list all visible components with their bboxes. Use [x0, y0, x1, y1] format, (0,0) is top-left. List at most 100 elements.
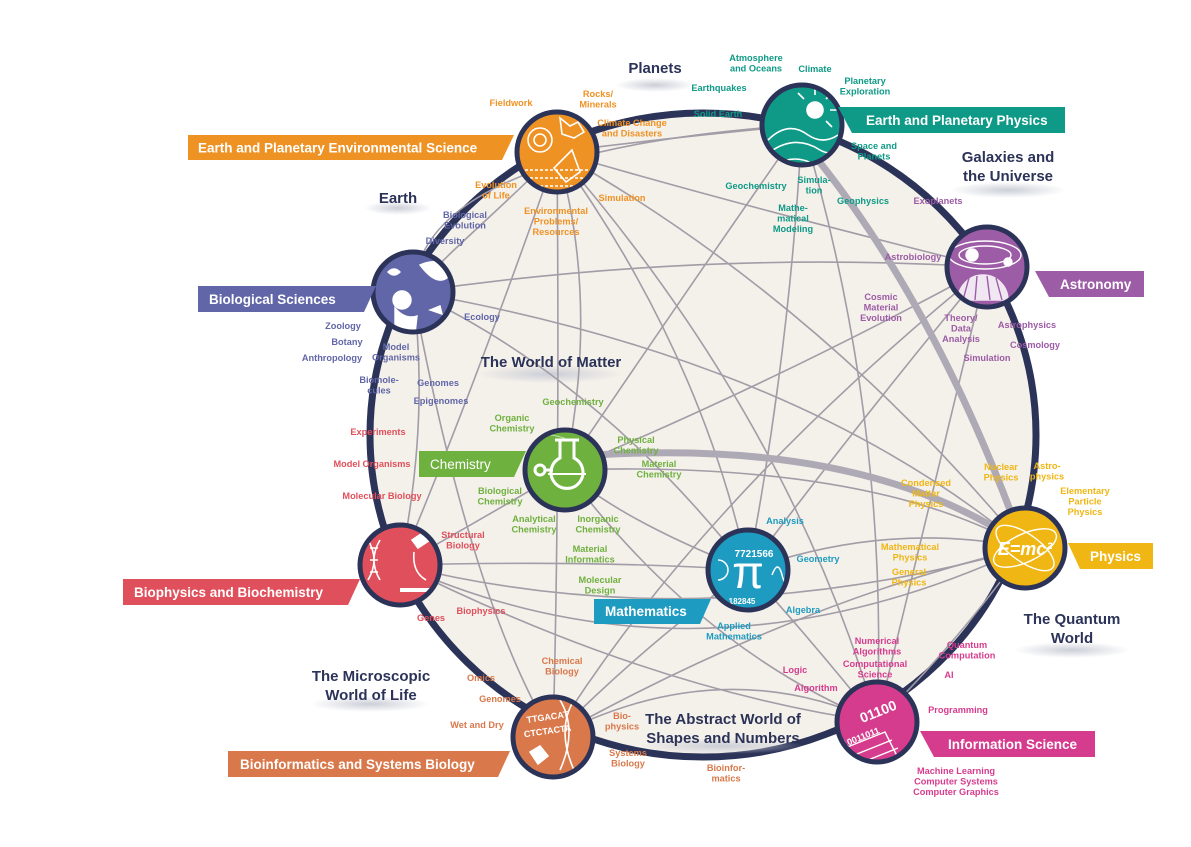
- topic-line: Solid Earth: [694, 109, 743, 119]
- region-shadows: [310, 78, 1130, 754]
- bubble-env[interactable]: [514, 109, 600, 195]
- topic-line: Chemistry: [512, 525, 558, 535]
- topic-line: Computation: [939, 651, 996, 661]
- bubble-physics[interactable]: E=mc²: [982, 505, 1068, 591]
- banner-information-label: Information Science: [948, 737, 1078, 752]
- topic-line: Biology: [446, 541, 481, 551]
- banner-bioinformatics[interactable]: Bioinformatics and Systems Biology: [228, 751, 510, 777]
- topic-zoology: Zoology: [325, 321, 362, 331]
- topic-line: Elementary: [1060, 486, 1110, 496]
- outer-ring: [366, 109, 1040, 761]
- region-earth: Earth: [379, 190, 417, 207]
- topic-line: Bio-: [613, 711, 631, 721]
- bubble-astronomy[interactable]: [944, 224, 1030, 310]
- topic-geometry: Geometry: [797, 554, 841, 564]
- banner-bio[interactable]: Biological Sciences: [198, 286, 376, 312]
- topic-line: Chemistry: [614, 446, 660, 456]
- topic-line: Informatics: [565, 555, 615, 565]
- topic-line: Biophysics: [456, 606, 505, 616]
- topic-omics: Omics: [467, 673, 495, 683]
- topic-line: Design: [585, 586, 616, 596]
- topic-line: Modeling: [773, 224, 813, 234]
- topic-line: Analytical: [512, 514, 555, 524]
- topic-line: Matter: [912, 489, 940, 499]
- topic-line: Computer Graphics: [913, 787, 999, 797]
- topic-line: Genes: [417, 613, 445, 623]
- topic-line: Molecular Biology: [342, 491, 422, 501]
- banner-env[interactable]: Earth and Planetary Environmental Scienc…: [188, 135, 514, 160]
- topic-line: Anthropology: [302, 353, 363, 363]
- bubble-chemistry[interactable]: [522, 427, 608, 513]
- pi-icon: 7721566 π 182845: [717, 546, 788, 606]
- topic-line: Chemistry: [478, 497, 524, 507]
- banner-chemistry[interactable]: Chemistry: [419, 451, 526, 477]
- bubble-bioinformatics[interactable]: TTGACAT CTCTACTA: [510, 694, 596, 780]
- topic-bioinformatics: Bioinfor-matics: [707, 763, 745, 784]
- bubble-bio[interactable]: [370, 249, 456, 335]
- bubble-mathematics[interactable]: 7721566 π 182845: [705, 527, 792, 613]
- topic-algorithm: Algorithm: [794, 683, 837, 693]
- banner-earth-physics[interactable]: Earth and Planetary Physics: [838, 107, 1065, 133]
- topic-analysis: Analysis: [766, 516, 804, 526]
- topic-line: Diversity: [426, 236, 466, 246]
- topic-solid-earth: Solid Earth: [694, 109, 743, 119]
- topic-line: Zoology: [325, 321, 362, 331]
- svg-text:E=mc²: E=mc²: [998, 539, 1054, 559]
- bubble-information[interactable]: 01100 10011011: [834, 679, 920, 772]
- banner-biophysics[interactable]: Biophysics and Biochemistry: [123, 579, 360, 605]
- emc2-icon: E=mc²: [992, 524, 1058, 572]
- topic-line: Epigenomes: [414, 396, 469, 406]
- bubble-biophysics[interactable]: [357, 522, 443, 608]
- topic-line: Exoplanets: [913, 196, 962, 206]
- banner-physics-label: Physics: [1090, 549, 1141, 564]
- topic-line: Atmosphere: [729, 53, 783, 63]
- topic-line: Rocks/: [583, 89, 614, 99]
- banner-information[interactable]: Information Science: [920, 731, 1095, 757]
- banner-mathematics-label: Mathematics: [605, 604, 687, 619]
- topic-line: Evolution: [475, 180, 517, 190]
- topic-line: physics: [605, 722, 639, 732]
- topic-line: Genomes: [479, 694, 521, 704]
- region-quantum-line2: World: [1051, 630, 1093, 647]
- topic-line: Genomes: [417, 378, 459, 388]
- topic-line: Astrophysics: [998, 320, 1056, 330]
- topic-line: Chemistry: [576, 525, 622, 535]
- bubble-earth-physics[interactable]: [759, 82, 845, 168]
- topic-line: Applied: [717, 621, 751, 631]
- topic-line: Biology: [545, 667, 580, 677]
- region-microscopic-line2: World of Life: [325, 687, 416, 704]
- topic-molecular-bio: Molecular Biology: [342, 491, 422, 501]
- banner-physics[interactable]: Physics: [1068, 543, 1153, 569]
- banner-astronomy[interactable]: Astronomy: [1035, 271, 1144, 297]
- topic-line: Astro-: [1033, 461, 1060, 471]
- topic-line: Biological: [478, 486, 522, 496]
- topic-line: Programming: [928, 705, 988, 715]
- topic-rocks: Rocks/Minerals: [579, 89, 616, 110]
- topic-line: Fieldwork: [490, 98, 534, 108]
- region-microscopic-line1: The Microscopic: [312, 668, 430, 685]
- topic-line: Physics: [984, 473, 1019, 483]
- topic-logic: Logic: [783, 665, 808, 675]
- banner-mathematics[interactable]: Mathematics: [594, 599, 711, 624]
- region-galaxies-line2: the Universe: [963, 168, 1053, 185]
- topic-line: Simulation: [964, 353, 1011, 363]
- topic-line: Chemistry: [637, 470, 683, 480]
- topic-line: Geophysics: [837, 196, 889, 206]
- banner-astronomy-label: Astronomy: [1060, 277, 1132, 292]
- topic-line: Data: [951, 324, 972, 334]
- topic-line: Cosmic: [864, 292, 897, 302]
- topic-line: Nuclear: [984, 462, 1018, 472]
- banner-earth-physics-label: Earth and Planetary Physics: [866, 113, 1048, 128]
- topic-line: Mathematics: [706, 632, 762, 642]
- topic-line: Logic: [783, 665, 808, 675]
- topic-line: Inorganic: [577, 514, 618, 524]
